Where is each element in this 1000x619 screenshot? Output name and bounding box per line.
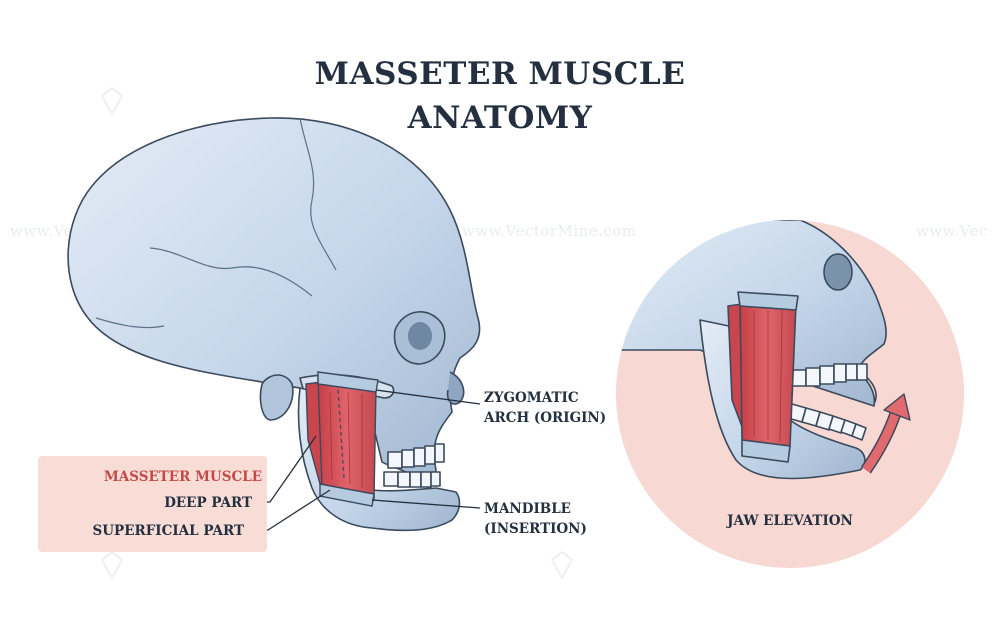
- label-zygomatic-line-2: ARCH (ORIGIN): [484, 410, 607, 426]
- legend-box: [38, 456, 267, 552]
- legend-heading: MASSETER MUSCLE: [103, 469, 262, 485]
- cranium: [67, 117, 481, 491]
- watermark-center: www.VectorMine.com: [462, 222, 637, 240]
- label-jaw-elevation: JAW ELEVATION: [727, 513, 853, 529]
- lower-teeth: [383, 471, 441, 488]
- leader-superficial: [262, 489, 331, 531]
- label-mandible-line-2: (INSERTION): [484, 521, 587, 537]
- tendon-origin: [317, 371, 379, 393]
- legend-item-deep-part: DEEP PART: [164, 495, 252, 511]
- masseter-muscle-main: [305, 371, 379, 507]
- watermark-right: www.Vec: [916, 222, 988, 240]
- title-line-2: ANATOMY: [407, 100, 593, 136]
- label-mandible-line-1: MANDIBLE: [484, 501, 571, 517]
- title-line-1: MASSETER MUSCLE: [314, 56, 686, 92]
- leader-mandible: [371, 499, 481, 509]
- legend-item-superficial-part: SUPERFICIAL PART: [92, 523, 244, 539]
- skull-main: [67, 117, 481, 532]
- arrow-up-icon: [861, 393, 911, 474]
- upper-teeth: [387, 443, 445, 469]
- page-title: MASSETER MUSCLE ANATOMY: [250, 52, 750, 140]
- masseter-superficial-part: [317, 377, 377, 501]
- watermark-logo-icon: [100, 86, 574, 581]
- tendon-insertion: [319, 483, 375, 507]
- jaw-elevation-detail: [616, 220, 887, 480]
- leader-zygomatic: [375, 389, 481, 405]
- label-zygomatic-line-1: ZYGOMATIC: [484, 390, 579, 406]
